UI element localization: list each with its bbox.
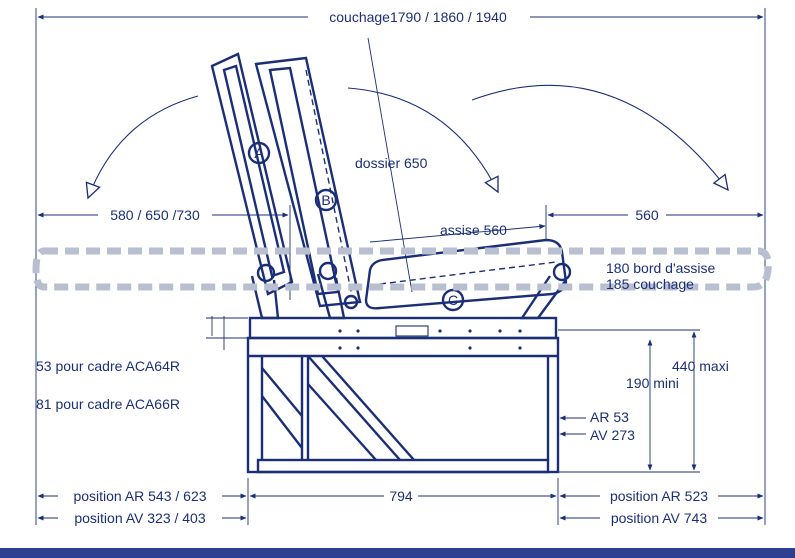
pos-ar-right-label: position AR 523 bbox=[610, 488, 708, 504]
depth-left-label: 580 / 650 /730 bbox=[110, 207, 200, 223]
dossier-label: dossier 650 bbox=[355, 155, 428, 171]
pivot-c bbox=[343, 294, 359, 310]
mini-label: 190 mini bbox=[626, 375, 679, 391]
part-a-marker bbox=[247, 141, 271, 165]
bord-assise-label: 180 bord d'assise bbox=[606, 260, 716, 276]
backrest-b-dashed-edge bbox=[305, 69, 353, 297]
bottom-accent-bar bbox=[0, 548, 795, 558]
rotation-arc-left bbox=[85, 95, 199, 200]
link-arm-middle bbox=[316, 273, 346, 320]
seat-dashed-line bbox=[379, 261, 557, 285]
av273-label: AV 273 bbox=[590, 427, 635, 443]
assise-dim-line bbox=[369, 224, 546, 243]
couchage-185-label: 185 couchage bbox=[606, 276, 694, 292]
part-c-label: C bbox=[448, 292, 458, 308]
assise-label: assise 560 bbox=[440, 222, 507, 238]
part-b-label: B bbox=[321, 192, 330, 208]
part-a-label: A bbox=[254, 145, 264, 161]
maxi-label: 440 maxi bbox=[672, 358, 729, 374]
backrest-b bbox=[254, 56, 362, 308]
pivot-a bbox=[256, 263, 276, 283]
backrest-a bbox=[210, 52, 294, 296]
part-b-marker bbox=[314, 188, 338, 212]
frame-top-plate bbox=[248, 316, 558, 340]
base-frame-brace-left bbox=[261, 367, 303, 449]
frame-slot bbox=[395, 325, 429, 337]
pos-av-right-label: position AV 743 bbox=[611, 510, 707, 526]
depth-right-label: 560 bbox=[635, 207, 659, 223]
pos-av-left-label: position AV 323 / 403 bbox=[74, 510, 205, 526]
base-frame-foot bbox=[256, 458, 550, 474]
base-width-label: 794 bbox=[389, 488, 413, 504]
cadre-64-label: 53 pour cadre ACA64R bbox=[36, 358, 180, 374]
base-frame-outer bbox=[246, 336, 560, 474]
frame-bolts bbox=[338, 329, 522, 350]
backrest-a-inner bbox=[222, 64, 286, 278]
sleeping-height-band bbox=[32, 247, 772, 291]
rotation-arc-right bbox=[471, 84, 729, 192]
pivot-seat bbox=[552, 262, 572, 282]
pos-ar-left-label: position AR 543 / 623 bbox=[73, 488, 206, 504]
base-frame-braces bbox=[307, 355, 415, 461]
cadre-66-label: 81 pour cadre ACA66R bbox=[36, 396, 180, 412]
base-frame-posts-left bbox=[260, 356, 310, 460]
rotation-arc-middle bbox=[347, 87, 499, 194]
ar53-label: AR 53 bbox=[590, 409, 629, 425]
couchage-label: couchage1790 / 1860 / 1940 bbox=[329, 9, 507, 25]
pivot-b bbox=[318, 261, 338, 281]
